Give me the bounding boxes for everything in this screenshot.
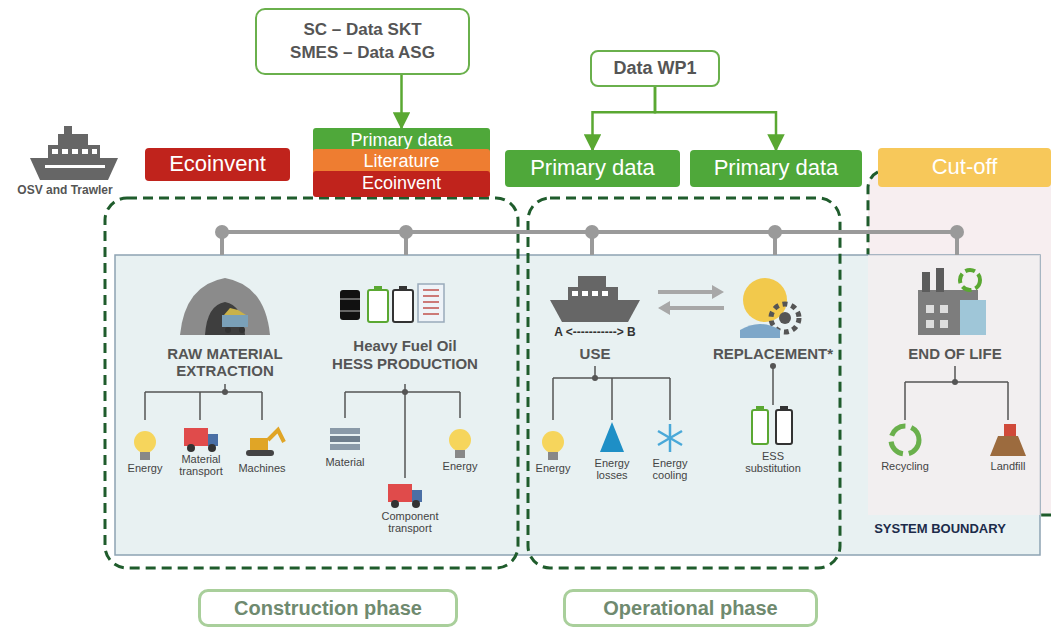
phase-box: Operational phase — [563, 589, 818, 627]
diagram-label: Energy — [128, 462, 163, 474]
data-box: Primary data — [690, 150, 862, 187]
source-box: SC – Data SKT SMES – Data ASG — [255, 8, 470, 75]
diagram-label: Material — [325, 456, 364, 468]
diagram-label: A <-----------> B — [554, 326, 636, 339]
box-text: SC – Data SKT — [303, 21, 421, 40]
diagram-label: Machines — [238, 462, 285, 474]
box-text: Primary data — [714, 156, 839, 180]
diagram-label: HESS PRODUCTION — [332, 356, 478, 373]
diagram-label: Energy — [536, 462, 571, 474]
data-arrow — [400, 75, 403, 128]
diagram-label: REPLACEMENT* — [713, 346, 833, 363]
diagram-label: USE — [580, 346, 611, 363]
box-text: Construction phase — [234, 597, 422, 619]
data-box: Primary data — [505, 150, 680, 187]
box-text: Cut-off — [932, 155, 998, 179]
diagram-label: Heavy Fuel Oil — [353, 338, 456, 355]
diagram-label: Landfill — [991, 460, 1026, 472]
box-text: Ecoinvent — [362, 174, 441, 194]
diagram-label: SYSTEM BOUNDARY — [874, 522, 1006, 536]
data-box: Cut-off — [878, 148, 1051, 187]
box-text: Primary data — [350, 131, 452, 151]
diagram-label: END OF LIFE — [908, 346, 1001, 363]
diagram-label: RAW MATERIAL EXTRACTION — [150, 346, 300, 379]
diagram-label: Recycling — [881, 460, 929, 472]
diagram-label: ESS substitution — [733, 450, 813, 474]
box-text: SMES – Data ASG — [290, 44, 435, 63]
diagram-label: Material transport — [166, 453, 236, 477]
phase-box: Construction phase — [198, 589, 458, 627]
diagram-label: Energy — [443, 460, 478, 472]
diagram-label: OSV and Trawler — [17, 184, 112, 197]
source-box: Data WP1 — [590, 50, 720, 87]
diagram-label: Energy cooling — [640, 457, 700, 481]
box-text: Data WP1 — [613, 59, 696, 79]
diagram-label: Energy losses — [582, 457, 642, 481]
box-text: Literature — [363, 152, 439, 172]
data-box: Ecoinvent — [313, 171, 490, 197]
data-arrow — [655, 87, 776, 150]
data-arrow — [593, 87, 656, 150]
box-text: Ecoinvent — [169, 152, 266, 176]
box-text: Operational phase — [603, 597, 778, 619]
box-text: Primary data — [530, 156, 655, 180]
data-box: Ecoinvent — [145, 148, 290, 181]
diagram-label: Component transport — [370, 510, 450, 534]
